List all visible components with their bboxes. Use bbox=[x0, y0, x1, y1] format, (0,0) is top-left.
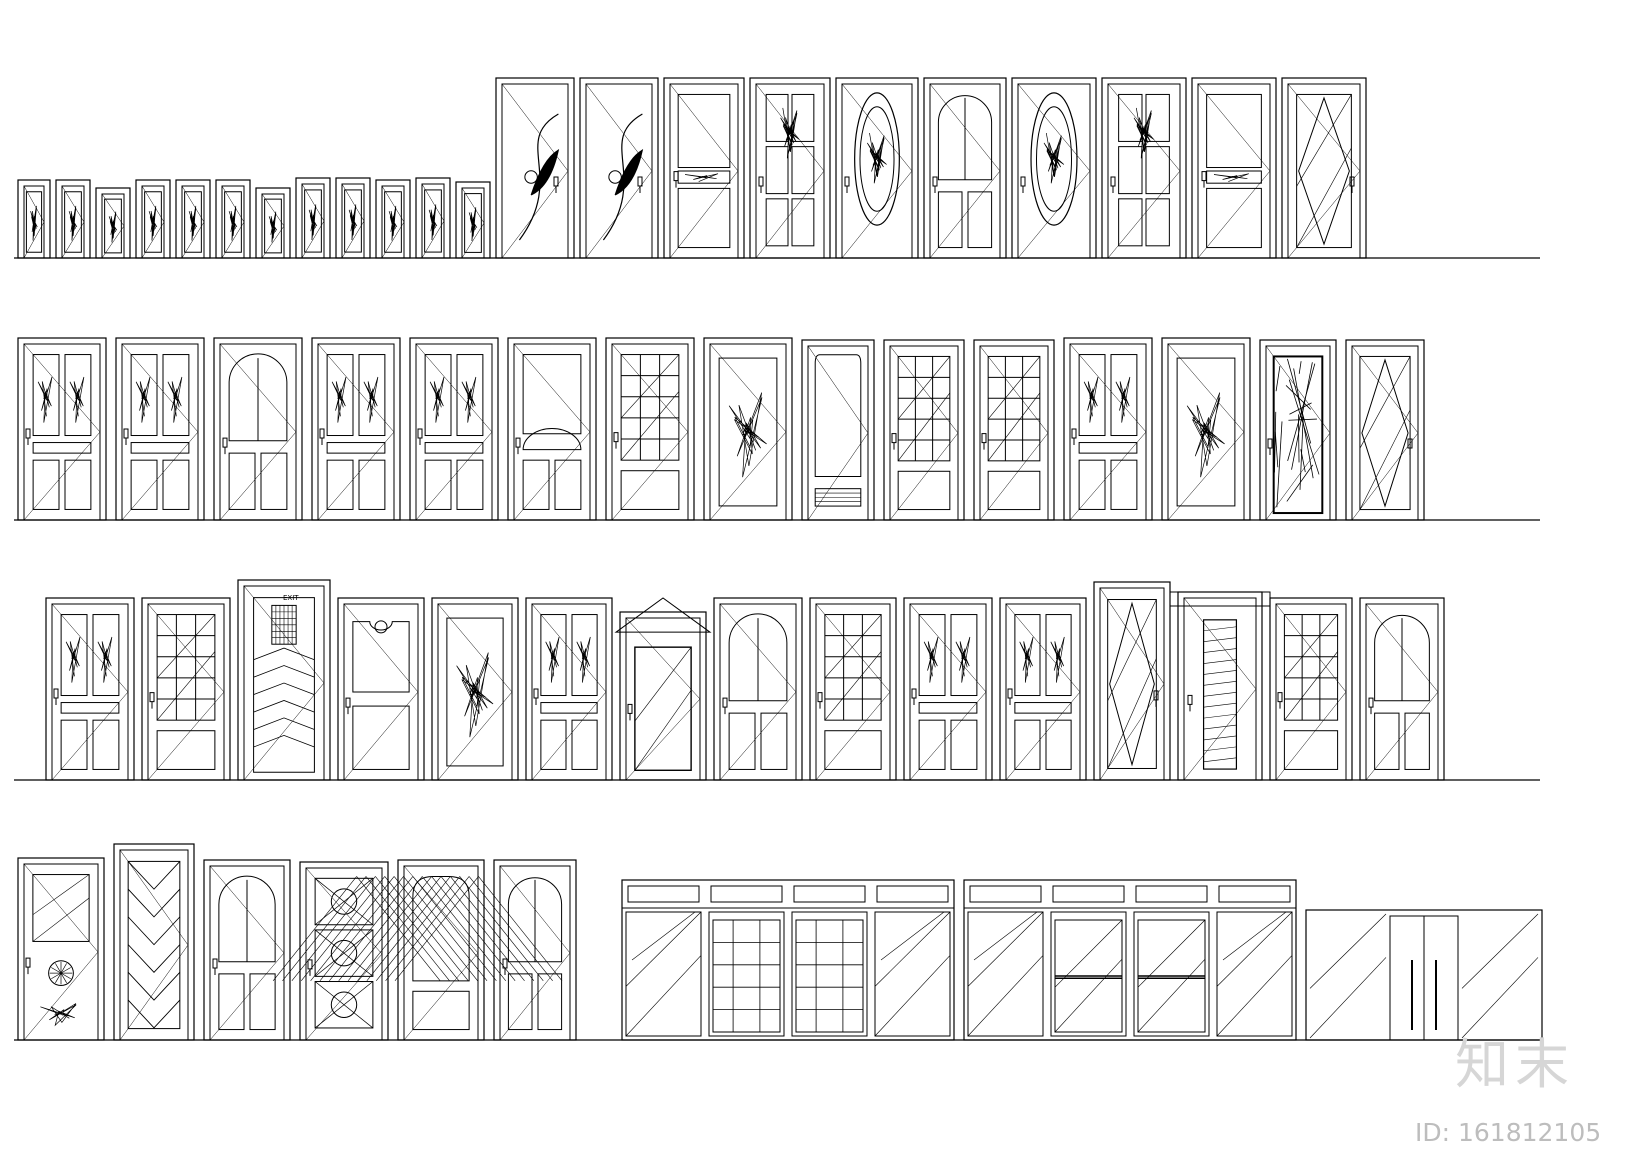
door-elevation bbox=[135, 179, 171, 259]
glass-partition bbox=[1305, 909, 1543, 1041]
glass-partition bbox=[621, 879, 955, 1041]
door-elevation bbox=[141, 597, 231, 781]
door-elevation bbox=[1063, 337, 1153, 521]
door-elevation bbox=[17, 337, 107, 521]
door-elevation bbox=[45, 597, 135, 781]
door-elevation bbox=[375, 179, 411, 259]
door-row-3: EXIT bbox=[14, 579, 1540, 781]
door-elevation bbox=[1345, 339, 1425, 521]
door-elevation bbox=[1101, 77, 1187, 259]
door-elevation bbox=[495, 77, 575, 259]
door-elevation bbox=[17, 179, 51, 259]
door-elevation bbox=[295, 177, 331, 259]
door-elevation bbox=[311, 337, 401, 521]
door-elevation bbox=[903, 597, 993, 781]
door-elevation bbox=[605, 337, 695, 521]
door-elevation bbox=[749, 77, 831, 259]
door-elevation bbox=[614, 597, 712, 781]
door-elevation bbox=[1359, 597, 1445, 781]
door-elevation bbox=[1191, 77, 1277, 259]
door-elevation bbox=[663, 77, 745, 259]
door-elevation bbox=[113, 843, 195, 1041]
door-elevation bbox=[1281, 77, 1367, 259]
door-elevation bbox=[1093, 581, 1171, 781]
door-elevation bbox=[809, 597, 897, 781]
door-elevation bbox=[175, 179, 211, 259]
exit-sign-text: EXIT bbox=[283, 594, 299, 602]
watermark-id: ID: 161812105 bbox=[1415, 1118, 1602, 1147]
door-elevation bbox=[272, 859, 563, 1041]
door-elevation bbox=[801, 339, 875, 521]
door-elevation bbox=[409, 337, 499, 521]
door-elevation bbox=[1161, 337, 1251, 521]
door-elevation bbox=[215, 179, 251, 259]
door-elevation bbox=[525, 597, 613, 781]
door-elevation bbox=[507, 337, 597, 521]
door-elevation bbox=[455, 181, 491, 259]
door-elevation bbox=[1169, 591, 1271, 781]
door-elevation bbox=[923, 77, 1007, 259]
door-elevation bbox=[579, 77, 659, 259]
door-elevation bbox=[973, 339, 1055, 521]
glass-partition bbox=[963, 879, 1297, 1041]
door-elevation bbox=[493, 859, 577, 1041]
door-elevation bbox=[1011, 77, 1097, 259]
door-elevation bbox=[415, 177, 451, 259]
door-elevation bbox=[203, 859, 291, 1041]
door-elevation bbox=[703, 337, 793, 521]
door-elevation bbox=[713, 597, 803, 781]
door-elevation bbox=[95, 187, 131, 259]
door-elevation bbox=[1259, 339, 1337, 521]
door-elevation bbox=[213, 337, 303, 521]
door-elevation bbox=[337, 597, 425, 781]
door-elevation bbox=[431, 597, 519, 781]
door-elevation bbox=[299, 861, 389, 1041]
door-elevation bbox=[335, 177, 371, 259]
door-row-4 bbox=[14, 843, 1543, 1041]
door-elevation bbox=[17, 857, 105, 1041]
door-elevation bbox=[255, 187, 291, 259]
door-row-2 bbox=[14, 337, 1540, 521]
door-elevation bbox=[999, 597, 1087, 781]
door-elevation bbox=[1269, 597, 1353, 781]
watermark-logo: 知末 bbox=[1455, 1033, 1575, 1096]
door-elevation bbox=[883, 339, 965, 521]
door-elevation bbox=[835, 77, 919, 259]
door-elevation bbox=[55, 179, 91, 259]
door-elevation bbox=[237, 579, 331, 781]
door-row-1 bbox=[14, 77, 1540, 259]
door-elevation bbox=[115, 337, 205, 521]
